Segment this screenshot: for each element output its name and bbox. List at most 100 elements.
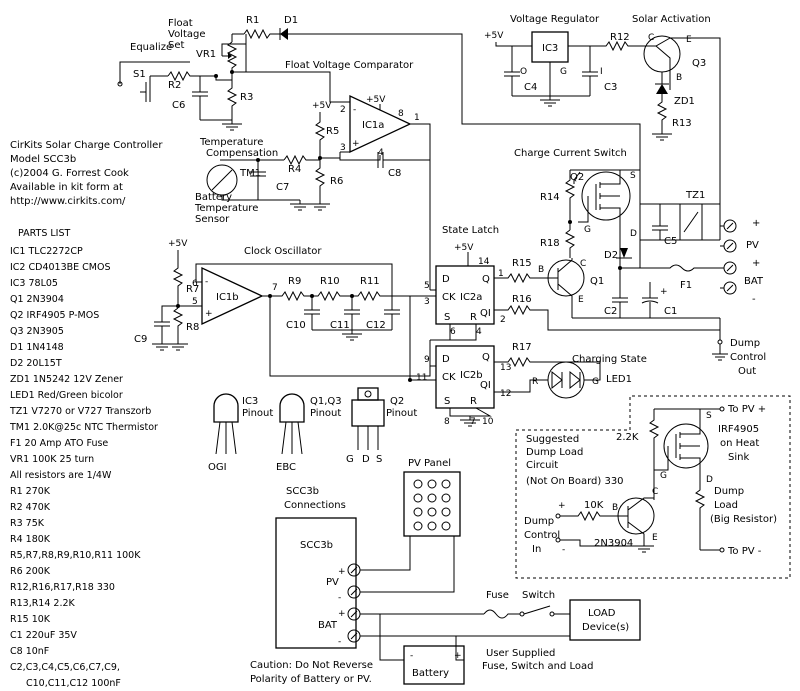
svg-text:10K: 10K xyxy=(584,500,604,511)
ground-icon xyxy=(652,133,672,141)
svg-text:+5V: +5V xyxy=(454,243,474,253)
svg-text:CK: CK xyxy=(442,292,456,303)
svg-text:+: + xyxy=(454,651,462,661)
svg-text:Battery: Battery xyxy=(195,192,232,203)
c1-label: C1 xyxy=(664,306,677,317)
svg-text:Sink: Sink xyxy=(728,452,749,463)
pv-panel-label: PV Panel xyxy=(408,458,451,469)
q2-label: Q2 xyxy=(570,172,584,183)
copyright: (c)2004 G. Forrest Cook xyxy=(10,168,129,179)
equalize-label: Equalize xyxy=(130,42,172,53)
pv-conn-label: PV xyxy=(326,577,339,588)
r5-resistor xyxy=(314,112,326,150)
svg-text:13: 13 xyxy=(500,363,511,373)
r3-resistor xyxy=(226,80,238,120)
battery-label: Battery xyxy=(412,668,449,679)
svg-text:D: D xyxy=(442,274,450,285)
state-latch: State Latch +5V 14 D CK IC2a Q QI S R 5 … xyxy=(408,160,511,427)
part-item: R3 75K xyxy=(10,518,45,529)
part-item: C10,C11,C12 100nF xyxy=(26,678,121,689)
solar-activation: Solar Activation R12 C E B Q3 ZD1 R13 xyxy=(604,14,721,240)
svg-text:D: D xyxy=(442,354,450,365)
svg-text:Dump: Dump xyxy=(524,516,554,527)
svg-text:+: + xyxy=(558,501,566,511)
svg-text:In: In xyxy=(532,544,541,555)
svg-text:B: B xyxy=(676,73,682,83)
c7-label: C7 xyxy=(276,182,289,193)
svg-text:+: + xyxy=(338,609,346,619)
r16-resistor xyxy=(494,304,720,331)
svg-text:-: - xyxy=(562,545,565,555)
svg-text:D: D xyxy=(362,454,370,465)
part-item: TZ1 V7270 or V727 Transzorb xyxy=(9,406,151,417)
svg-text:2: 2 xyxy=(340,105,346,115)
svg-text:6: 6 xyxy=(192,279,198,289)
svg-text:Sensor: Sensor xyxy=(195,214,230,225)
c2-cap xyxy=(612,268,628,318)
title-block: CirKits Solar Charge Controller Model SC… xyxy=(10,140,163,207)
r14-resistor xyxy=(564,170,576,210)
part-item: C2,C3,C4,C5,C6,C7,C9, xyxy=(10,662,120,673)
part-item: C1 220uF 35V xyxy=(10,630,77,641)
model: Model SCC3b xyxy=(10,154,76,165)
svg-text:Temperature: Temperature xyxy=(194,203,258,214)
svg-text:+: + xyxy=(752,218,760,229)
r8-resistor xyxy=(172,307,184,340)
svg-text:Caution: Do Not Reverse: Caution: Do Not Reverse xyxy=(250,660,373,671)
part-item: D2 20L15T xyxy=(10,358,62,369)
q3-label: Q3 xyxy=(692,58,706,69)
ic2a-label: IC2a xyxy=(460,292,482,303)
c4-cap xyxy=(504,46,520,96)
svg-text:+5V: +5V xyxy=(484,31,504,41)
ground-icon xyxy=(152,343,172,351)
svg-text:Voltage: Voltage xyxy=(168,29,206,40)
svg-text:Control: Control xyxy=(730,352,766,363)
svg-text:S: S xyxy=(444,396,450,407)
c2-label: C2 xyxy=(604,306,617,317)
svg-text:S: S xyxy=(630,171,636,181)
svg-text:CK: CK xyxy=(442,372,456,383)
svg-text:8: 8 xyxy=(444,417,450,427)
r7-label: R7 xyxy=(186,284,199,295)
part-item: R1 270K xyxy=(10,486,51,497)
part-item: R6 200K xyxy=(10,566,51,577)
svg-text:4: 4 xyxy=(476,327,482,337)
parts-list: PARTS LIST IC1 TLC2272CP IC2 CD4013BE CM… xyxy=(9,228,158,689)
svg-text:(Not On Board) 330: (Not On Board) 330 xyxy=(526,476,624,487)
part-item: R12,R16,R17,R18 330 xyxy=(10,582,115,593)
r1-resistor xyxy=(243,28,280,40)
dump-load-boundary xyxy=(515,395,791,579)
s1-label: S1 xyxy=(133,69,146,80)
ground-icon xyxy=(310,203,330,211)
pinouts: IC3 Pinout OGI Q1,Q3 Pinout EBC Q2 Pinou… xyxy=(208,387,417,473)
part-item: ZD1 1N5242 12V Zener xyxy=(10,374,123,385)
r-2k2-resistor xyxy=(648,409,660,450)
svg-text:G: G xyxy=(592,377,599,387)
svg-text:+: + xyxy=(352,139,360,149)
svg-text:G: G xyxy=(346,454,354,465)
part-item: F1 20 Amp ATO Fuse xyxy=(10,438,108,449)
regulator-label: Voltage Regulator xyxy=(510,14,600,25)
r13-resistor xyxy=(656,94,668,130)
q1-q3-pinout-icon xyxy=(279,393,305,423)
charging-state-label: Charging State xyxy=(572,354,647,365)
ic3-pinout-icon xyxy=(213,393,239,423)
clock-oscillator: Clock Oscillator +5V R7 R8 C9 IC1b 6 - 5… xyxy=(134,239,431,377)
charging-state: Charging State R17 R G LED1 xyxy=(494,342,647,399)
c9-cap xyxy=(154,305,178,344)
r9-resistor xyxy=(270,290,312,302)
svg-text:Dump: Dump xyxy=(714,486,744,497)
part-item: C8 10nF xyxy=(10,646,49,657)
r14-label: R14 xyxy=(540,192,560,203)
c12-label: C12 xyxy=(366,320,386,331)
r4-label: R4 xyxy=(288,164,301,175)
q2-mosfet xyxy=(581,171,631,221)
bat-conn-label: BAT xyxy=(318,620,338,631)
r9-label: R9 xyxy=(288,276,301,287)
svg-text:2N3904: 2N3904 xyxy=(594,538,633,549)
r10-label: R10 xyxy=(320,276,340,287)
svg-text:+: + xyxy=(338,567,346,577)
svg-text:E: E xyxy=(652,533,658,543)
r11-resistor xyxy=(352,290,392,302)
